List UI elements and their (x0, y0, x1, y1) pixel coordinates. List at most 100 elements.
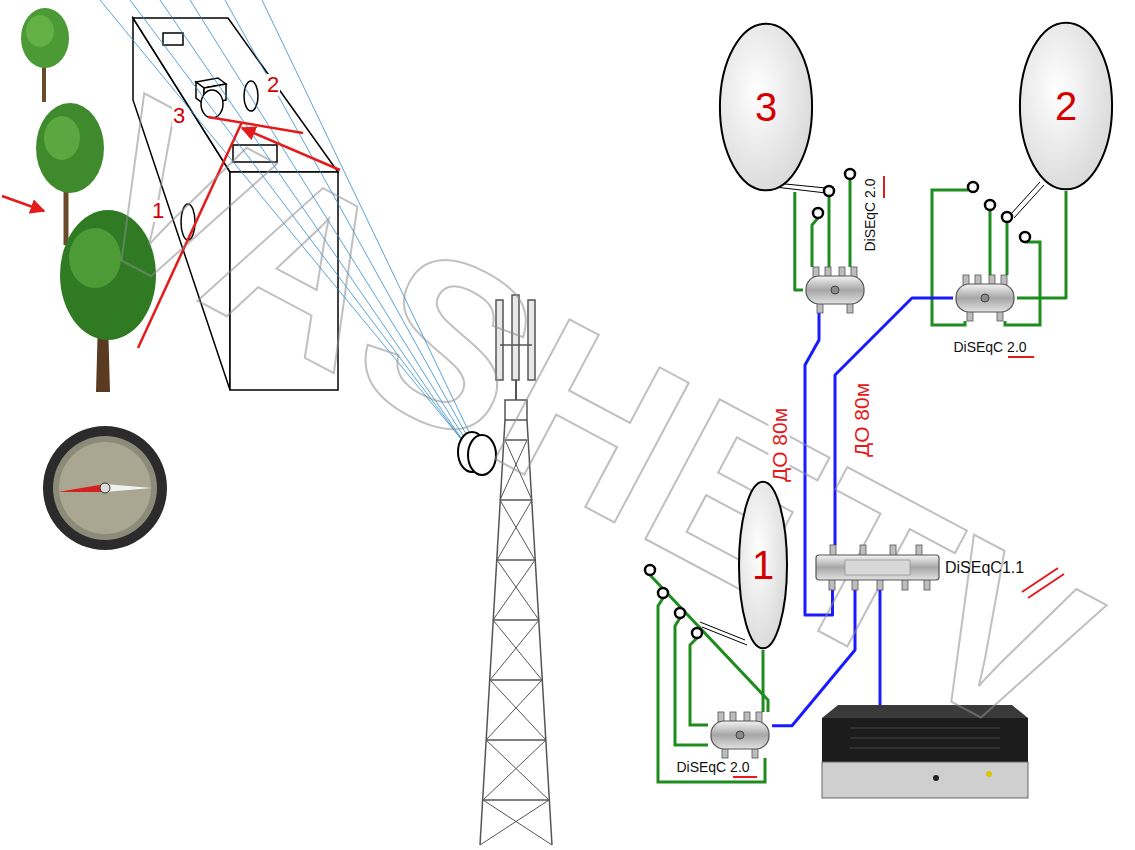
red-marks (733, 176, 1064, 777)
lnb-heads (1020, 232, 1030, 242)
receiver (822, 705, 1028, 718)
lnb-feed-arms (700, 182, 1044, 645)
receiver (822, 762, 1028, 798)
switch-housing (711, 721, 769, 749)
lnb-wires (1006, 222, 1009, 275)
lnb-feed-arms (1014, 185, 1044, 218)
trees (36, 103, 104, 193)
screw (981, 294, 989, 302)
port (975, 275, 981, 287)
tower (468, 435, 496, 475)
lnb-wires (812, 218, 818, 267)
lnb-wires (650, 575, 768, 712)
multiswitch-housing (816, 555, 939, 580)
trees (60, 210, 156, 340)
lnb-wires (675, 618, 708, 745)
trees (26, 15, 54, 47)
compass (43, 426, 167, 550)
trees (21, 8, 69, 68)
port (730, 712, 736, 724)
tower (490, 679, 542, 681)
switch-housing (806, 276, 864, 304)
lnb-wires (1005, 242, 1040, 325)
signal-beams (100, 0, 462, 440)
building (233, 145, 277, 162)
lnb-heads (985, 200, 995, 210)
lnb-heads (845, 169, 855, 179)
port (902, 579, 908, 590)
lnb-heads (645, 565, 655, 575)
lnb-wires (658, 598, 765, 782)
satellite-directions (138, 122, 242, 348)
tower (480, 420, 505, 845)
tower (500, 344, 532, 346)
compass (100, 483, 110, 493)
cable-length-label: ДО 80м (769, 406, 790, 484)
switch-label: DiSEqC 2.0 (953, 340, 1026, 354)
receiver (850, 738, 1000, 739)
tower (512, 295, 519, 380)
lnb-feed-arms (775, 183, 826, 188)
port (890, 545, 896, 556)
port (1001, 275, 1007, 287)
lnb-heads (824, 186, 834, 196)
tower (458, 295, 552, 845)
lnb-heads (692, 628, 702, 638)
switch-body (956, 275, 1014, 321)
port (997, 309, 1003, 321)
signal-beams (130, 0, 465, 444)
trees (42, 62, 46, 102)
tower (527, 420, 552, 845)
lnb-feed-arms (1011, 182, 1040, 214)
switch-label: DiSEqC 2.0 (676, 760, 749, 774)
signal-beams (262, 0, 480, 455)
port (752, 746, 758, 758)
receiver (986, 771, 992, 777)
screw (736, 731, 744, 739)
switch-outline (803, 267, 867, 313)
callout-number: 1 (151, 200, 165, 222)
diseqc-switch: DiSEqC 2.0 (953, 275, 1017, 321)
port (851, 267, 857, 279)
red-marks (883, 176, 885, 198)
receiver (850, 748, 1000, 749)
compass (53, 436, 157, 540)
building (181, 204, 195, 240)
tower (483, 799, 549, 801)
switch-body (711, 712, 769, 758)
tower (496, 300, 503, 380)
switch-outline (708, 712, 772, 758)
lnb-wires (849, 179, 852, 267)
building (201, 90, 223, 118)
cable-connector (795, 192, 803, 290)
tower (505, 439, 527, 441)
port (847, 301, 853, 313)
cable-connector (835, 298, 953, 545)
dish-outline (739, 482, 787, 649)
port (718, 712, 724, 724)
satellite-directions (138, 117, 340, 348)
compass (105, 484, 152, 492)
port (989, 275, 995, 287)
port (860, 545, 866, 556)
switch-outline (953, 275, 1017, 321)
tower (500, 499, 532, 501)
port (967, 309, 973, 321)
port (817, 301, 823, 313)
tower (528, 300, 535, 380)
port (963, 275, 969, 287)
dish-ellipse: 3 (718, 22, 814, 192)
trees (69, 228, 121, 288)
port (744, 712, 750, 724)
dish-outline (1020, 23, 1112, 190)
lnb-wires (989, 210, 992, 275)
red-marks (1022, 568, 1058, 592)
receiver-cable (879, 590, 882, 705)
receiver (850, 728, 1000, 729)
tower (505, 400, 527, 420)
switch-body (806, 267, 864, 313)
lnb-wires (932, 190, 968, 325)
